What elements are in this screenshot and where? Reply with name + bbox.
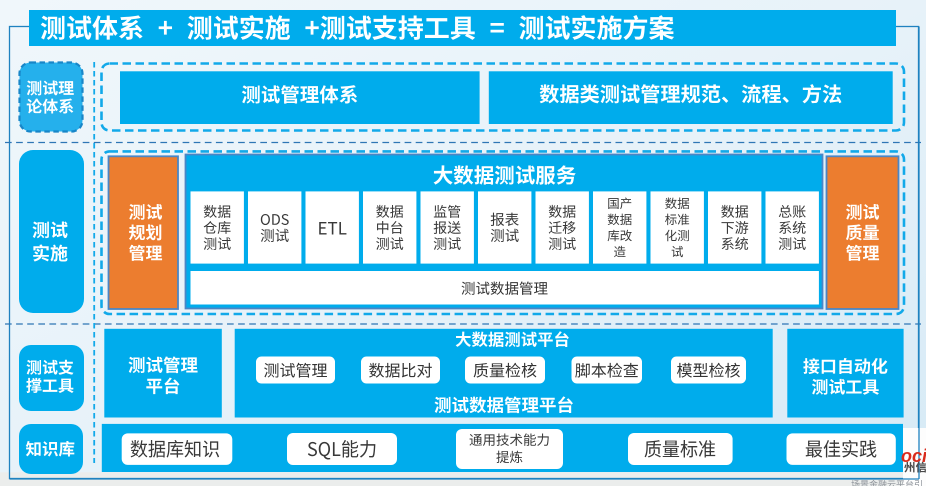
svg-text:ocit: ocit <box>901 446 926 466</box>
